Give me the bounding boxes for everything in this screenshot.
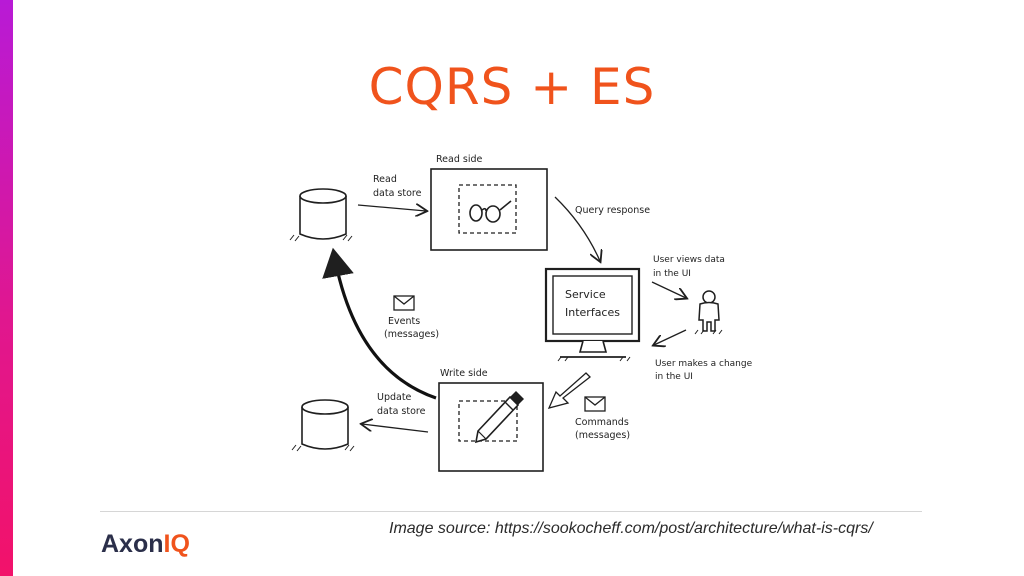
slide-title: CQRS + ES (368, 58, 656, 116)
arrow-user-views (651, 281, 686, 298)
service-interfaces-monitor (544, 267, 641, 362)
footer-divider (100, 511, 922, 512)
read-side-label: Read side (436, 154, 483, 165)
logo-part-iq: IQ (163, 530, 190, 558)
arrow-commands (547, 372, 591, 409)
arrow-events (322, 247, 437, 400)
update-data-store-cylinder (291, 399, 355, 452)
read-side-inner-dashed (458, 184, 517, 234)
service-interfaces-label-1: Service (565, 288, 606, 301)
write-side-label: Write side (440, 368, 488, 379)
read-data-store-cylinder (289, 188, 353, 242)
user-changes-label-1: User makes a change (655, 359, 753, 369)
events-label-2: (messages) (384, 329, 439, 340)
write-side-inner-dashed (458, 400, 518, 442)
user-changes-label-2: in the UI (655, 372, 693, 382)
query-response-label: Query response (575, 205, 650, 216)
arrow-read-to-store (357, 205, 426, 211)
events-label-1: Events (388, 316, 420, 327)
commands-envelope-icon (584, 396, 606, 412)
commands-label-2: (messages) (575, 430, 630, 441)
image-source-caption: Image source: https://sookocheff.com/pos… (389, 520, 873, 537)
commands-label-1: Commands (575, 417, 629, 428)
arrow-user-changes (654, 329, 687, 345)
service-interfaces-label-2: Interfaces (565, 306, 620, 319)
user-figure-icon (694, 290, 723, 335)
read-store-label-1: Read (373, 174, 397, 185)
read-store-label-2: data store (373, 188, 422, 199)
events-envelope-icon (393, 295, 415, 311)
logo-part-axon: Axon (101, 530, 164, 558)
pencil-icon (474, 391, 524, 444)
side-accent-stripe (0, 0, 13, 576)
update-store-label-1: Update (377, 392, 412, 403)
user-views-label-2: in the UI (653, 269, 691, 279)
user-views-label-1: User views data (653, 255, 725, 265)
update-store-label-2: data store (377, 406, 426, 417)
arrow-query-response (554, 196, 600, 261)
glasses-icon (469, 200, 512, 223)
read-side-box (430, 168, 548, 251)
arrow-write-to-store (362, 424, 429, 433)
